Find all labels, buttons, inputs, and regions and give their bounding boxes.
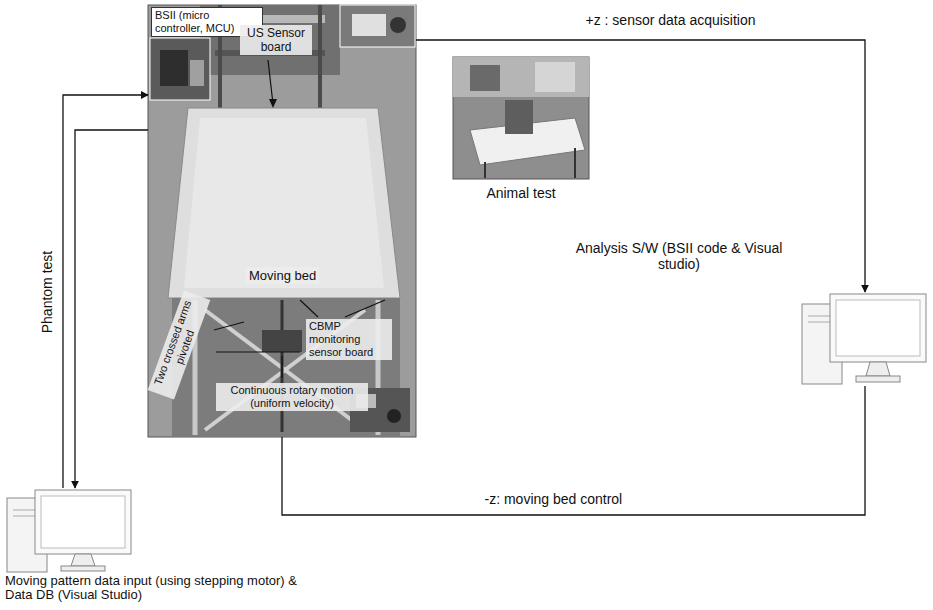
computer-icon <box>7 490 131 572</box>
computer-caption: Moving pattern data input (using steppin… <box>5 574 315 602</box>
connector <box>63 95 148 488</box>
part-label: Continuous rotary motion (uniform veloci… <box>216 383 368 411</box>
edge-label: +z : sensor data acquisition <box>584 12 758 28</box>
computer: Moving pattern data input (using steppin… <box>5 488 135 572</box>
part-label: CBMP monitoring sensor board <box>306 319 392 360</box>
computer-caption: Analysis S/W (BSII code & Visual studio) <box>568 240 790 272</box>
edge-label: Phantom test <box>39 248 55 335</box>
apparatus-photo <box>148 5 416 437</box>
photo: Animal test <box>453 57 589 179</box>
animal-photo <box>453 57 589 179</box>
connector <box>75 130 148 488</box>
part-label: Moving bed <box>246 267 319 284</box>
computer: Analysis S/W (BSII code & Visual studio) <box>800 292 930 386</box>
photo-caption: Animal test <box>433 185 609 201</box>
computer-icon <box>802 294 926 384</box>
connector <box>282 386 865 515</box>
part-label: US Sensor board <box>240 25 312 55</box>
edge-label: -z: moving bed control <box>483 491 625 507</box>
photo-panel: BSII (micro controller, MCU)US Sensor bo… <box>148 5 416 437</box>
connector <box>416 40 865 292</box>
part-label: Two crossed arms pivoted <box>148 290 211 399</box>
